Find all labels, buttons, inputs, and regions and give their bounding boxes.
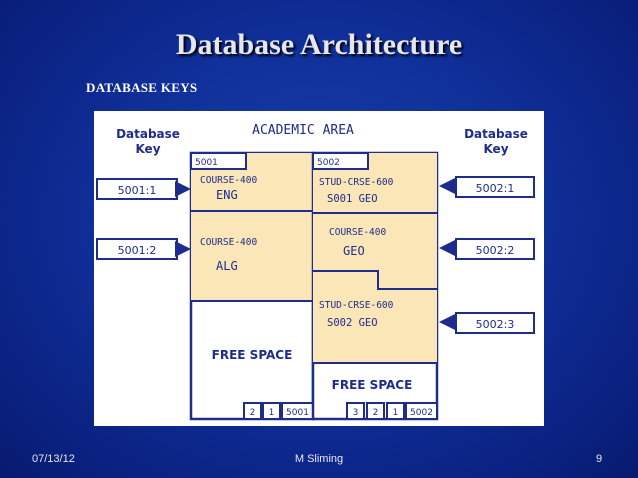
- page-5001-slot-id: 5001: [286, 408, 309, 418]
- page-5002-slot-3: 3: [353, 408, 359, 418]
- page-5001: 5001 COURSE-400 ENG COURSE-400 ALG FREE …: [189, 151, 315, 421]
- page-5001-slot-2: 2: [250, 408, 256, 418]
- left-key-2-label: 5001:2: [118, 244, 157, 257]
- left-key-2: 5001:2: [96, 238, 178, 260]
- page-5002-record3-type: STUD-CRSE-600: [319, 300, 394, 311]
- right-key-1: 5002:1: [455, 176, 535, 198]
- database-keys-diagram: Database Key ACADEMIC AREA Database Key …: [94, 111, 544, 426]
- page-5002-free-space: FREE SPACE: [332, 378, 413, 392]
- page-5002-record2-value: GEO: [343, 244, 365, 258]
- right-key-1-label: 5002:1: [476, 182, 515, 195]
- page-5002-slot-1: 1: [393, 408, 399, 418]
- page-5002-slot-id: 5002: [410, 408, 433, 418]
- right-key-2-label: 5002:2: [476, 244, 515, 257]
- slide-subtitle: DATABASE KEYS: [86, 80, 198, 95]
- page-5002-slot-2: 2: [373, 408, 379, 418]
- page-5002-record1-value: S001 GEO: [327, 193, 378, 205]
- page-5002: 5002 STUD-CRSE-600 S001 GEO COURSE-400 G…: [311, 151, 439, 421]
- page-5001-record2-type: COURSE-400: [200, 237, 257, 248]
- left-header-line1: Database: [116, 127, 180, 141]
- page-5001-header: 5001: [195, 158, 218, 168]
- page-5001-slot-1: 1: [269, 408, 275, 418]
- slide-title: Database Architecture: [175, 28, 463, 61]
- page-5002-record3-value: S002 GEO: [327, 317, 378, 329]
- footer-author: M Sliming: [294, 453, 344, 465]
- left-header-line2: Key: [135, 142, 160, 156]
- right-header-line2: Key: [483, 142, 508, 156]
- page-5002-record1-type: STUD-CRSE-600: [319, 177, 394, 188]
- footer-date: 07/13/12: [32, 453, 75, 465]
- page-5001-record1-type: COURSE-400: [200, 175, 257, 186]
- diagram-svg: Database Key ACADEMIC AREA Database Key …: [96, 123, 535, 421]
- academic-area-label: ACADEMIC AREA: [252, 123, 354, 138]
- page-5001-record2-value: ALG: [216, 259, 238, 273]
- page-5001-free-space: FREE SPACE: [212, 348, 293, 362]
- footer-page-number: 9: [596, 453, 603, 465]
- right-key-2: 5002:2: [455, 238, 535, 260]
- right-key-3: 5002:3: [455, 312, 535, 334]
- page-5001-record1-value: ENG: [216, 188, 238, 202]
- left-key-1: 5001:1: [96, 178, 178, 200]
- page-5002-record2-type: COURSE-400: [329, 227, 386, 238]
- right-key-3-label: 5002:3: [476, 318, 515, 331]
- left-key-1-label: 5001:1: [118, 184, 157, 197]
- page-5002-header: 5002: [317, 158, 340, 168]
- right-header-line1: Database: [464, 127, 528, 141]
